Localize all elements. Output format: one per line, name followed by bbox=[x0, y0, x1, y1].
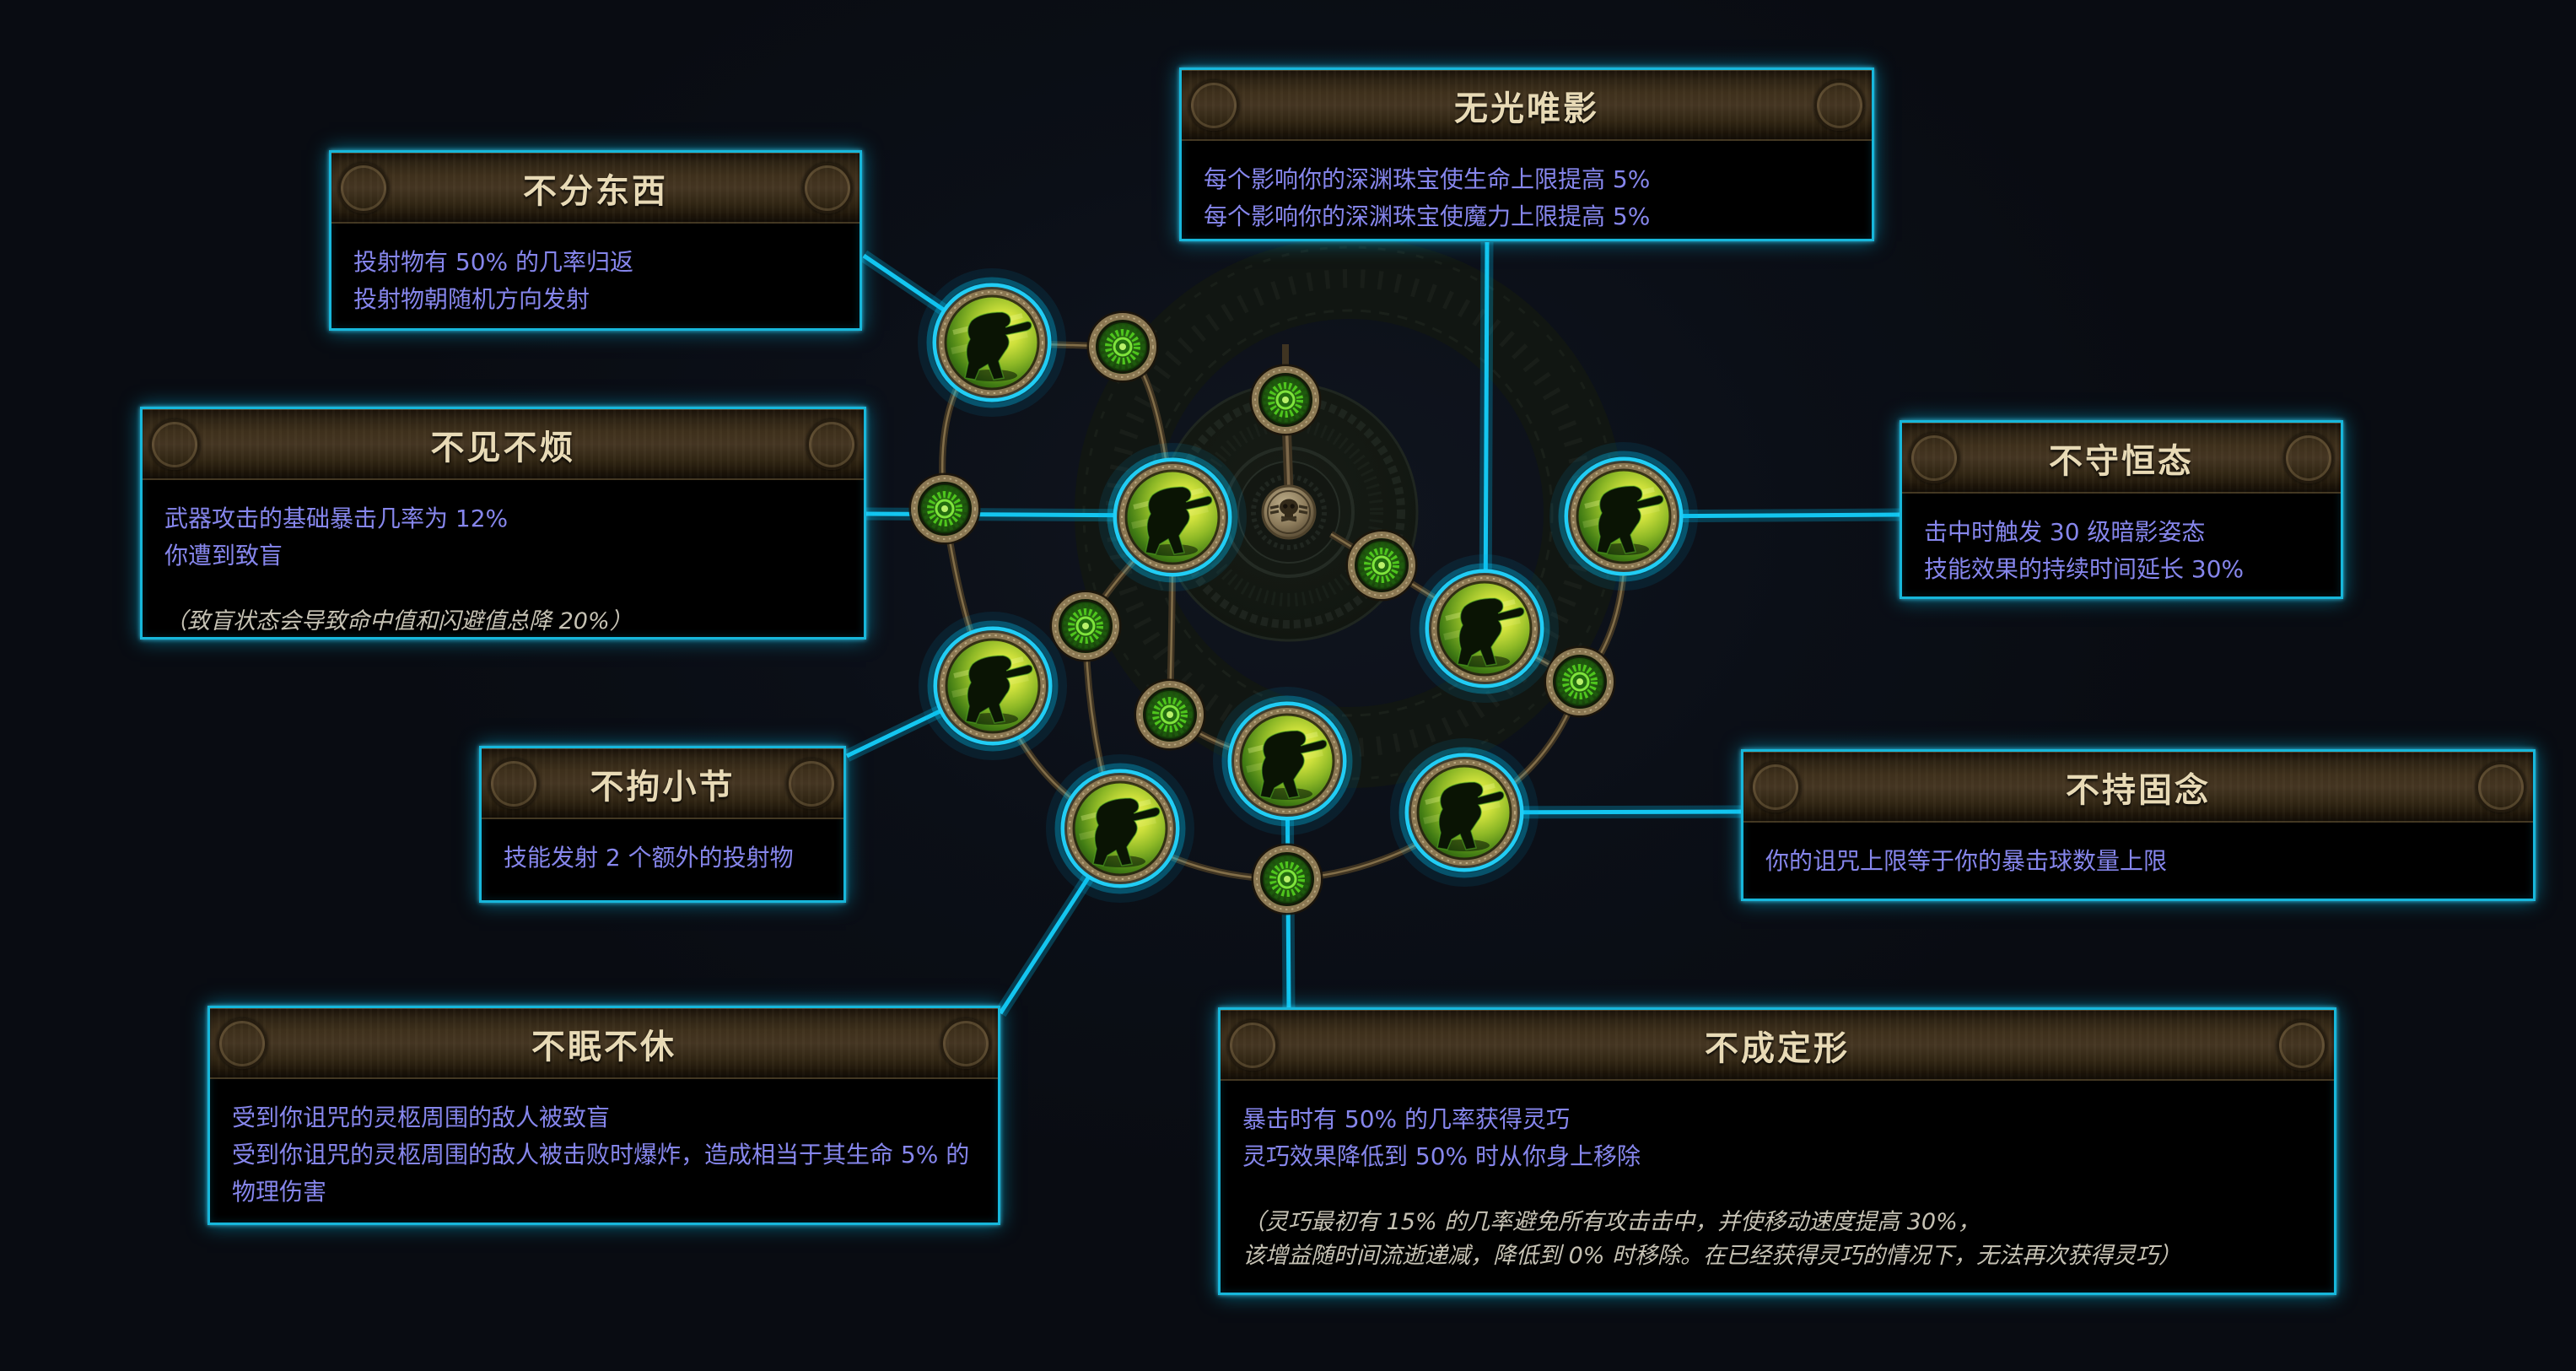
small-node-icon[interactable] bbox=[1051, 591, 1120, 661]
tooltip-title-bar: 不成定形 bbox=[1221, 1010, 2334, 1081]
tooltip-title-bar: 不拘小节 bbox=[482, 748, 843, 819]
title-ornament-icon bbox=[2476, 762, 2526, 812]
tooltip-title: 不分东西 bbox=[523, 172, 668, 210]
tooltip-title-bar: 不守恒态 bbox=[1902, 423, 2341, 494]
notable-node-icon[interactable] bbox=[1105, 450, 1240, 585]
tooltip-title: 无光唯影 bbox=[1454, 89, 1599, 127]
tooltip-title-bar: 不见不烦 bbox=[143, 409, 864, 480]
tooltip-title: 不拘小节 bbox=[590, 768, 736, 806]
title-ornament-icon bbox=[2283, 433, 2334, 483]
tooltip-title-bar: 不分东西 bbox=[331, 153, 860, 224]
tooltip-body: 投射物有 50% 的几率归返投射物朝随机方向发射 bbox=[331, 224, 860, 328]
notable-node-icon[interactable] bbox=[925, 618, 1060, 753]
small-node-icon[interactable] bbox=[1253, 845, 1322, 914]
title-ornament-icon bbox=[1750, 762, 1801, 812]
stat-line: 武器攻击的基础暴击几率为 12% bbox=[164, 505, 509, 532]
title-ornament-icon bbox=[488, 758, 539, 809]
tooltip-title: 不成定形 bbox=[1705, 1029, 1850, 1067]
tooltip-bujuxiaojie: 不拘小节 技能发射 2 个额外的投射物 bbox=[479, 746, 846, 903]
small-node-icon[interactable] bbox=[1088, 312, 1157, 381]
stat-line: 你的诅咒上限等于你的暴击球数量上限 bbox=[1765, 847, 2168, 875]
stat-line: 投射物有 50% 的几率归返 bbox=[353, 248, 634, 276]
stat-line: 击中时触发 30 级暗影姿态 bbox=[1924, 518, 2206, 546]
reminder-line: （致盲状态会导致命中值和闪避值总降 20%） bbox=[164, 608, 633, 634]
stat-line: 暴击时有 50% 的几率获得灵巧 bbox=[1242, 1105, 1571, 1133]
title-ornament-icon bbox=[786, 758, 837, 809]
tooltip-title: 不见不烦 bbox=[430, 429, 576, 467]
notable-node-icon[interactable] bbox=[1397, 745, 1532, 880]
stat-line: 受到你诅咒的灵柩周围的敌人被致盲 bbox=[232, 1104, 611, 1131]
tooltip-body: 受到你诅咒的灵柩周围的敌人被致盲受到你诅咒的灵柩周围的敌人被击败时爆炸，造成相当… bbox=[210, 1079, 998, 1223]
notable-node-icon[interactable] bbox=[1053, 761, 1188, 896]
notable-node-icon[interactable] bbox=[924, 275, 1059, 410]
tooltip-title: 不眠不休 bbox=[531, 1028, 676, 1066]
title-ornament-icon bbox=[149, 419, 200, 470]
tooltip-bufendongxi: 不分东西 投射物有 50% 的几率归返投射物朝随机方向发射 bbox=[329, 150, 862, 331]
title-ornament-icon bbox=[1814, 80, 1865, 131]
title-ornament-icon bbox=[2277, 1020, 2327, 1071]
stat-line: 你遭到致盲 bbox=[164, 542, 283, 569]
stat-line: 灵巧效果降低到 50% 时从你身上移除 bbox=[1242, 1142, 1641, 1170]
stat-line: 每个影响你的深渊珠宝使生命上限提高 5% bbox=[1204, 165, 1651, 193]
title-ornament-icon bbox=[1188, 80, 1239, 131]
tooltip-body: 暴击时有 50% 的几率获得灵巧灵巧效果降低到 50% 时从你身上移除 （灵巧最… bbox=[1221, 1081, 2334, 1293]
tooltip-bushouhengtai: 不守恒态 击中时触发 30 级暗影姿态技能效果的持续时间延长 30% bbox=[1900, 420, 2343, 599]
notable-node-icon[interactable] bbox=[1556, 449, 1691, 584]
tooltip-body: 你的诅咒上限等于你的暴击球数量上限 bbox=[1743, 823, 2533, 899]
title-ornament-icon bbox=[217, 1018, 267, 1069]
small-node-icon[interactable] bbox=[1251, 365, 1320, 435]
stat-line: 投射物朝随机方向发射 bbox=[353, 285, 590, 313]
stat-line: 每个影响你的深渊珠宝使魔力上限提高 5% bbox=[1204, 202, 1651, 230]
notable-node-icon[interactable] bbox=[1220, 694, 1355, 829]
tooltip-body: 每个影响你的深渊珠宝使生命上限提高 5% 每个影响你的深渊珠宝使魔力上限提高 5% bbox=[1182, 141, 1872, 239]
tooltip-title-bar: 无光唯影 bbox=[1182, 70, 1872, 141]
tooltip-body: 武器攻击的基础暴击几率为 12% 你遭到致盲 （致盲状态会导致命中值和闪避值总降 … bbox=[143, 480, 864, 637]
title-ornament-icon bbox=[1227, 1020, 1278, 1071]
title-ornament-icon bbox=[338, 163, 389, 213]
tooltip-bujianbufan: 不见不烦 武器攻击的基础暴击几率为 12% 你遭到致盲 （致盲状态会导致命中值和闪… bbox=[140, 407, 866, 640]
stat-line: 受到你诅咒的灵柩周围的敌人被击败时爆炸，造成相当于其生命 5% 的物理伤害 bbox=[232, 1141, 970, 1206]
tooltip-buchengdingxing: 不成定形 暴击时有 50% 的几率获得灵巧灵巧效果降低到 50% 时从你身上移除… bbox=[1218, 1007, 2336, 1295]
small-node-icon[interactable] bbox=[1135, 680, 1204, 749]
title-ornament-icon bbox=[1909, 433, 1959, 483]
tooltip-body: 击中时触发 30 级暗影姿态技能效果的持续时间延长 30% bbox=[1902, 494, 2341, 596]
title-ornament-icon bbox=[802, 163, 853, 213]
tooltip-body: 技能发射 2 个额外的投射物 bbox=[482, 819, 843, 900]
tooltip-wuguangweiying: 无光唯影 每个影响你的深渊珠宝使生命上限提高 5% 每个影响你的深渊珠宝使魔力上限… bbox=[1179, 67, 1874, 241]
stat-line: 技能效果的持续时间延长 30% bbox=[1924, 555, 2245, 583]
small-node-icon[interactable] bbox=[1347, 531, 1416, 600]
stat-line: 技能发射 2 个额外的投射物 bbox=[504, 844, 794, 872]
tooltip-title-bar: 不持固念 bbox=[1743, 752, 2533, 823]
tooltip-bumianbuxiu: 不眠不休 受到你诅咒的灵柩周围的敌人被致盲受到你诅咒的灵柩周围的敌人被击败时爆炸… bbox=[207, 1006, 1000, 1225]
notable-node-icon[interactable] bbox=[1417, 561, 1552, 696]
title-ornament-icon bbox=[940, 1018, 991, 1069]
tooltip-buchigunian: 不持固念 你的诅咒上限等于你的暴击球数量上限 bbox=[1741, 749, 2536, 901]
tooltip-title: 不持固念 bbox=[2066, 771, 2211, 809]
title-ornament-icon bbox=[806, 419, 857, 470]
tooltip-title: 不守恒态 bbox=[2049, 442, 2194, 480]
reminder-line: 该增益随时间流逝递减，降低到 0% 时移除。在已经获得灵巧的情况下，无法再次获得… bbox=[1242, 1243, 2181, 1269]
tooltip-title-bar: 不眠不休 bbox=[210, 1008, 998, 1079]
skull-medallion-icon[interactable] bbox=[1261, 484, 1317, 540]
small-node-icon[interactable] bbox=[910, 474, 979, 543]
reminder-line: （灵巧最初有 15% 的几率避免所有攻击击中，并使移动速度提高 30%， bbox=[1242, 1209, 1981, 1235]
small-node-icon[interactable] bbox=[1545, 647, 1614, 716]
